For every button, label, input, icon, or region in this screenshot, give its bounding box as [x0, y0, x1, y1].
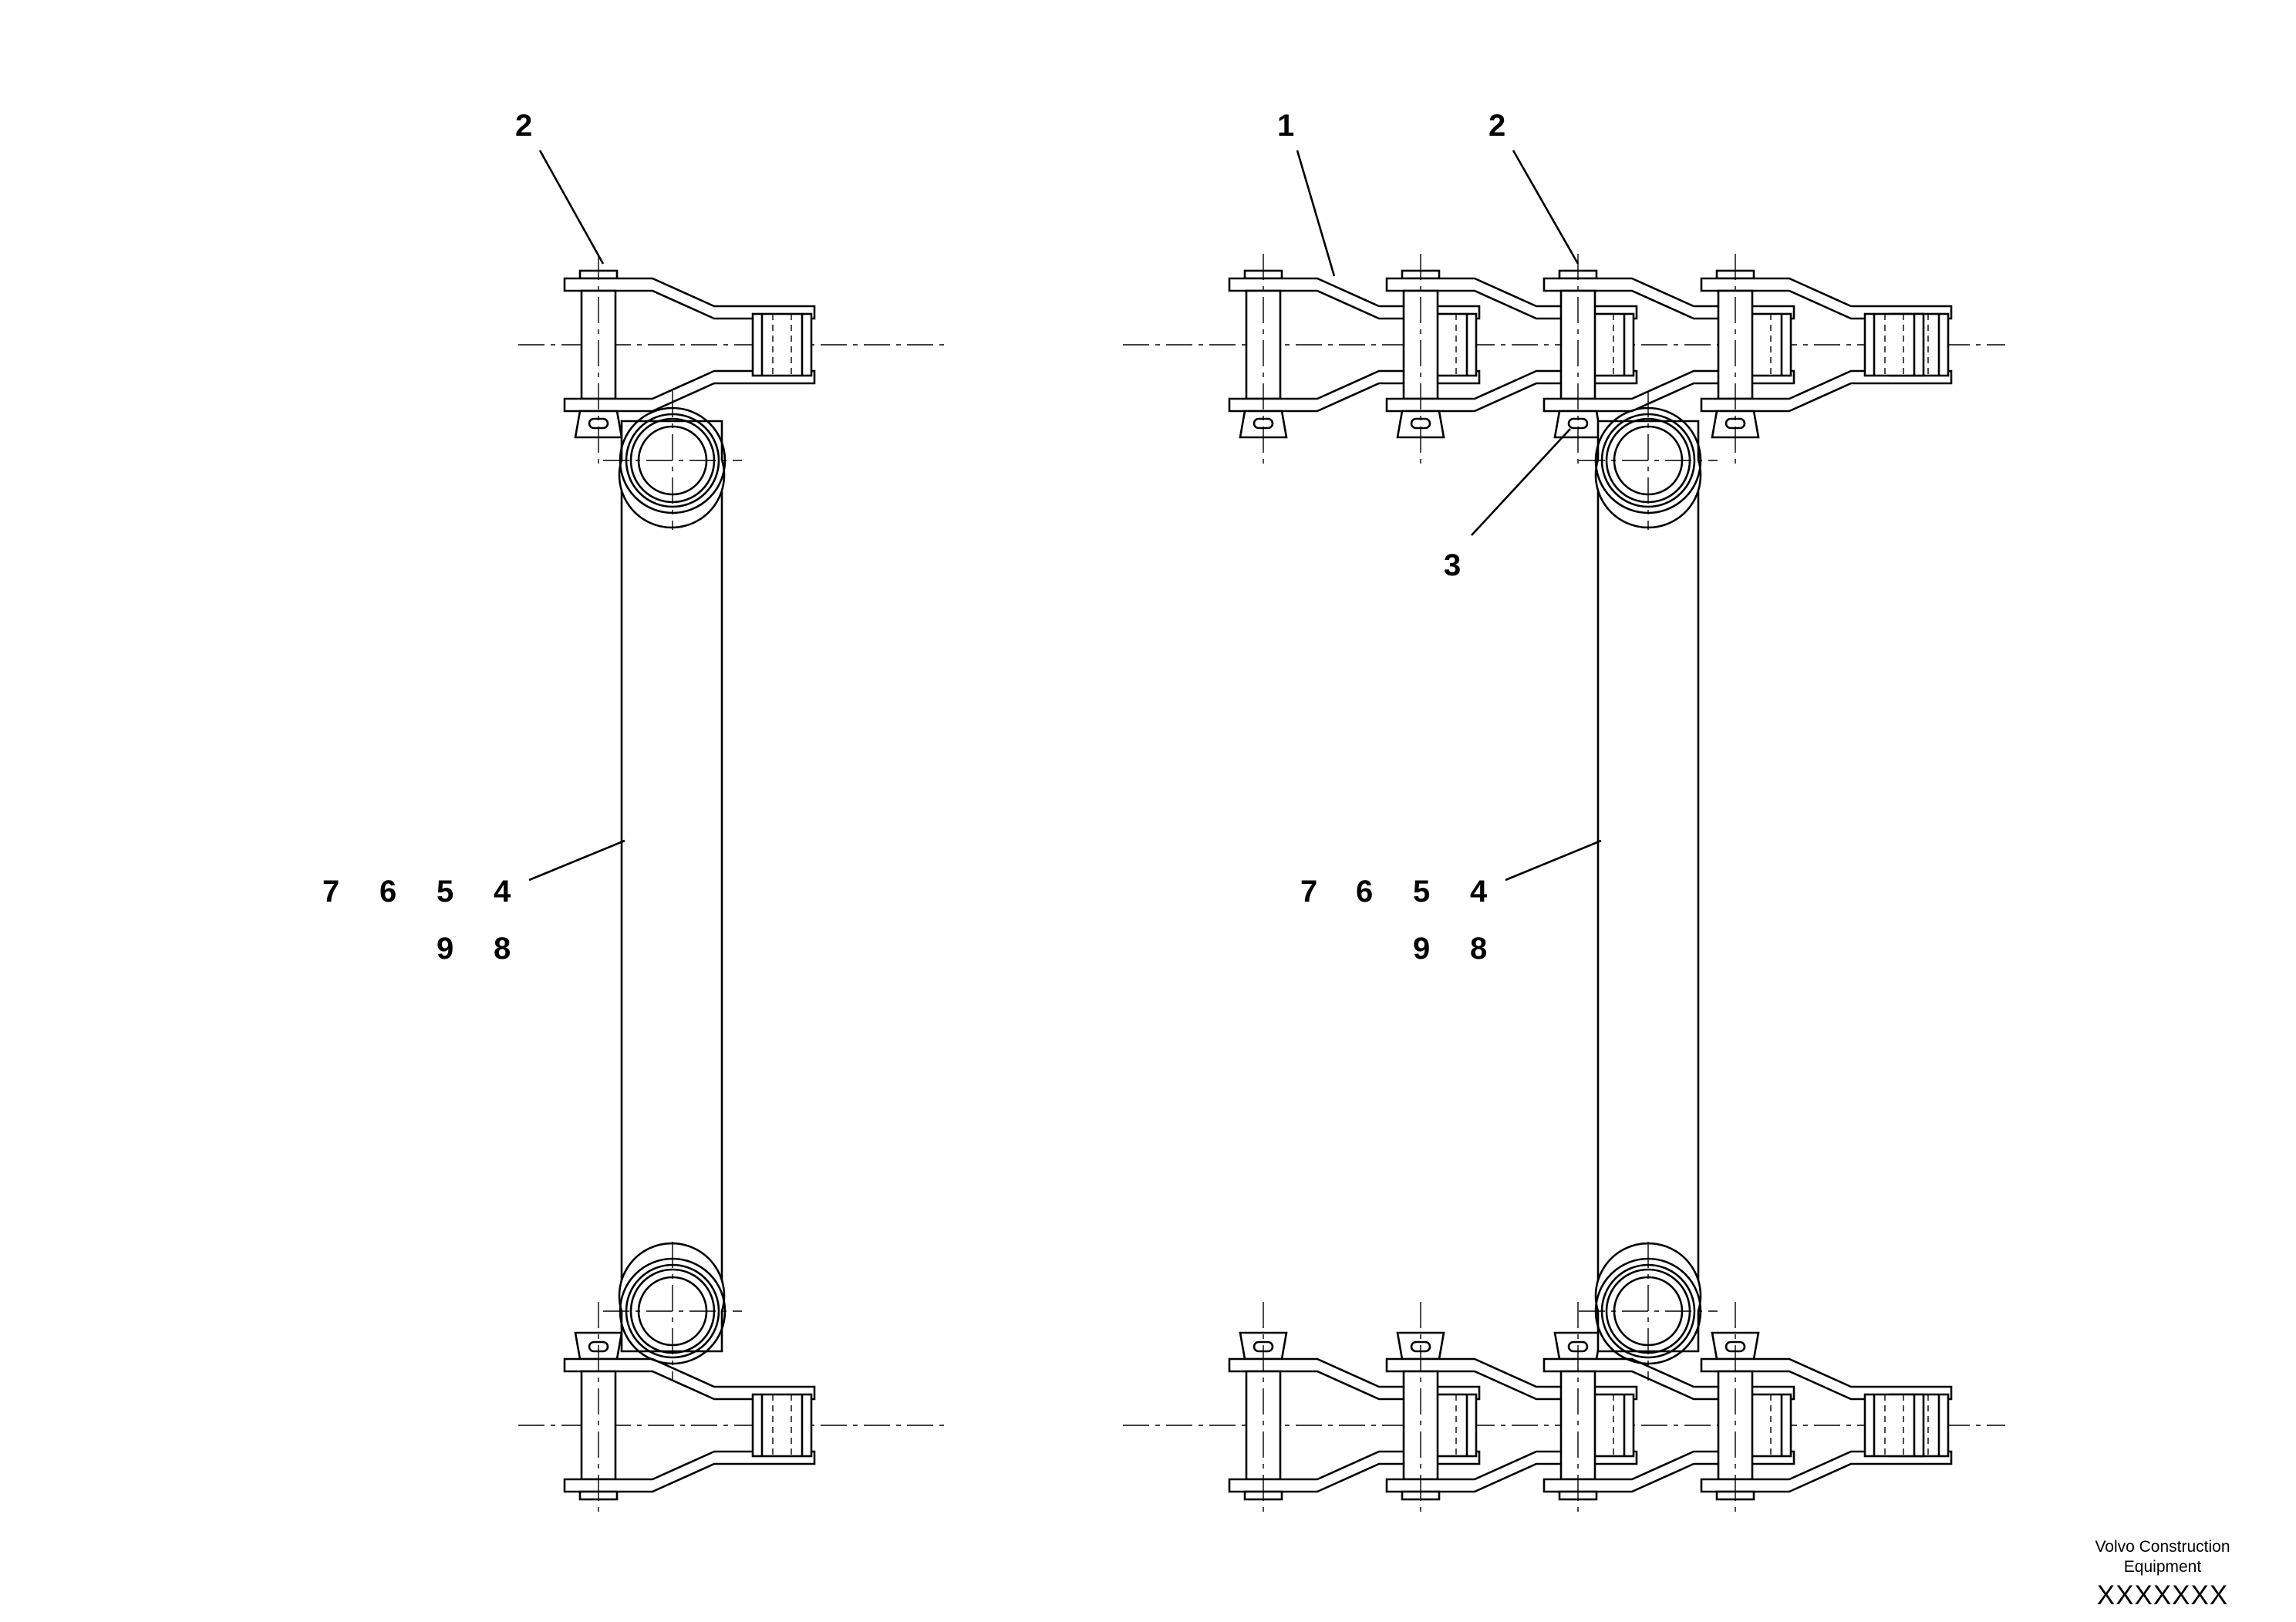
company-name-line2: Equipment — [2124, 1558, 2202, 1576]
right-leader-4 — [1505, 839, 1602, 882]
title-block: Volvo Construction Equipment XXXXXXX — [2095, 1538, 2230, 1610]
left-callout-4: 4 — [494, 875, 511, 909]
right-callout-7: 7 — [1300, 875, 1317, 909]
left-view: 2 7 6 5 4 9 8 — [322, 109, 950, 1518]
left-callout-5: 5 — [437, 875, 453, 909]
right-callout-5: 5 — [1413, 875, 1430, 909]
left-flight-bar — [620, 446, 723, 1328]
left-leader-4 — [528, 839, 625, 882]
right-bottom-end-bushing — [1863, 1393, 1925, 1458]
left-callout-2: 2 — [515, 109, 532, 143]
company-name-line1: Volvo Construction — [2095, 1538, 2230, 1556]
left-leader-2 — [538, 150, 605, 265]
right-leader-3 — [1471, 428, 1571, 536]
right-leader-1 — [1296, 150, 1336, 277]
drawing-number: XXXXXXX — [2097, 1580, 2228, 1610]
right-view: 1 2 3 7 6 5 4 9 8 — [1123, 109, 2005, 1518]
right-callout-8: 8 — [1470, 932, 1487, 966]
left-callout-7: 7 — [322, 875, 339, 909]
right-callout-3: 3 — [1444, 548, 1461, 582]
right-leader-2 — [1512, 150, 1580, 265]
right-top-end-bushing — [1863, 312, 1925, 377]
right-callout-6: 6 — [1356, 875, 1373, 909]
right-callout-4: 4 — [1470, 875, 1488, 909]
right-callout-2: 2 — [1489, 109, 1505, 143]
right-flight-bar — [1596, 446, 1700, 1328]
right-callout-9: 9 — [1413, 932, 1430, 966]
left-callout-8: 8 — [494, 932, 511, 966]
right-callout-1: 1 — [1277, 109, 1294, 143]
left-callout-6: 6 — [379, 875, 396, 909]
left-callout-9: 9 — [437, 932, 453, 966]
